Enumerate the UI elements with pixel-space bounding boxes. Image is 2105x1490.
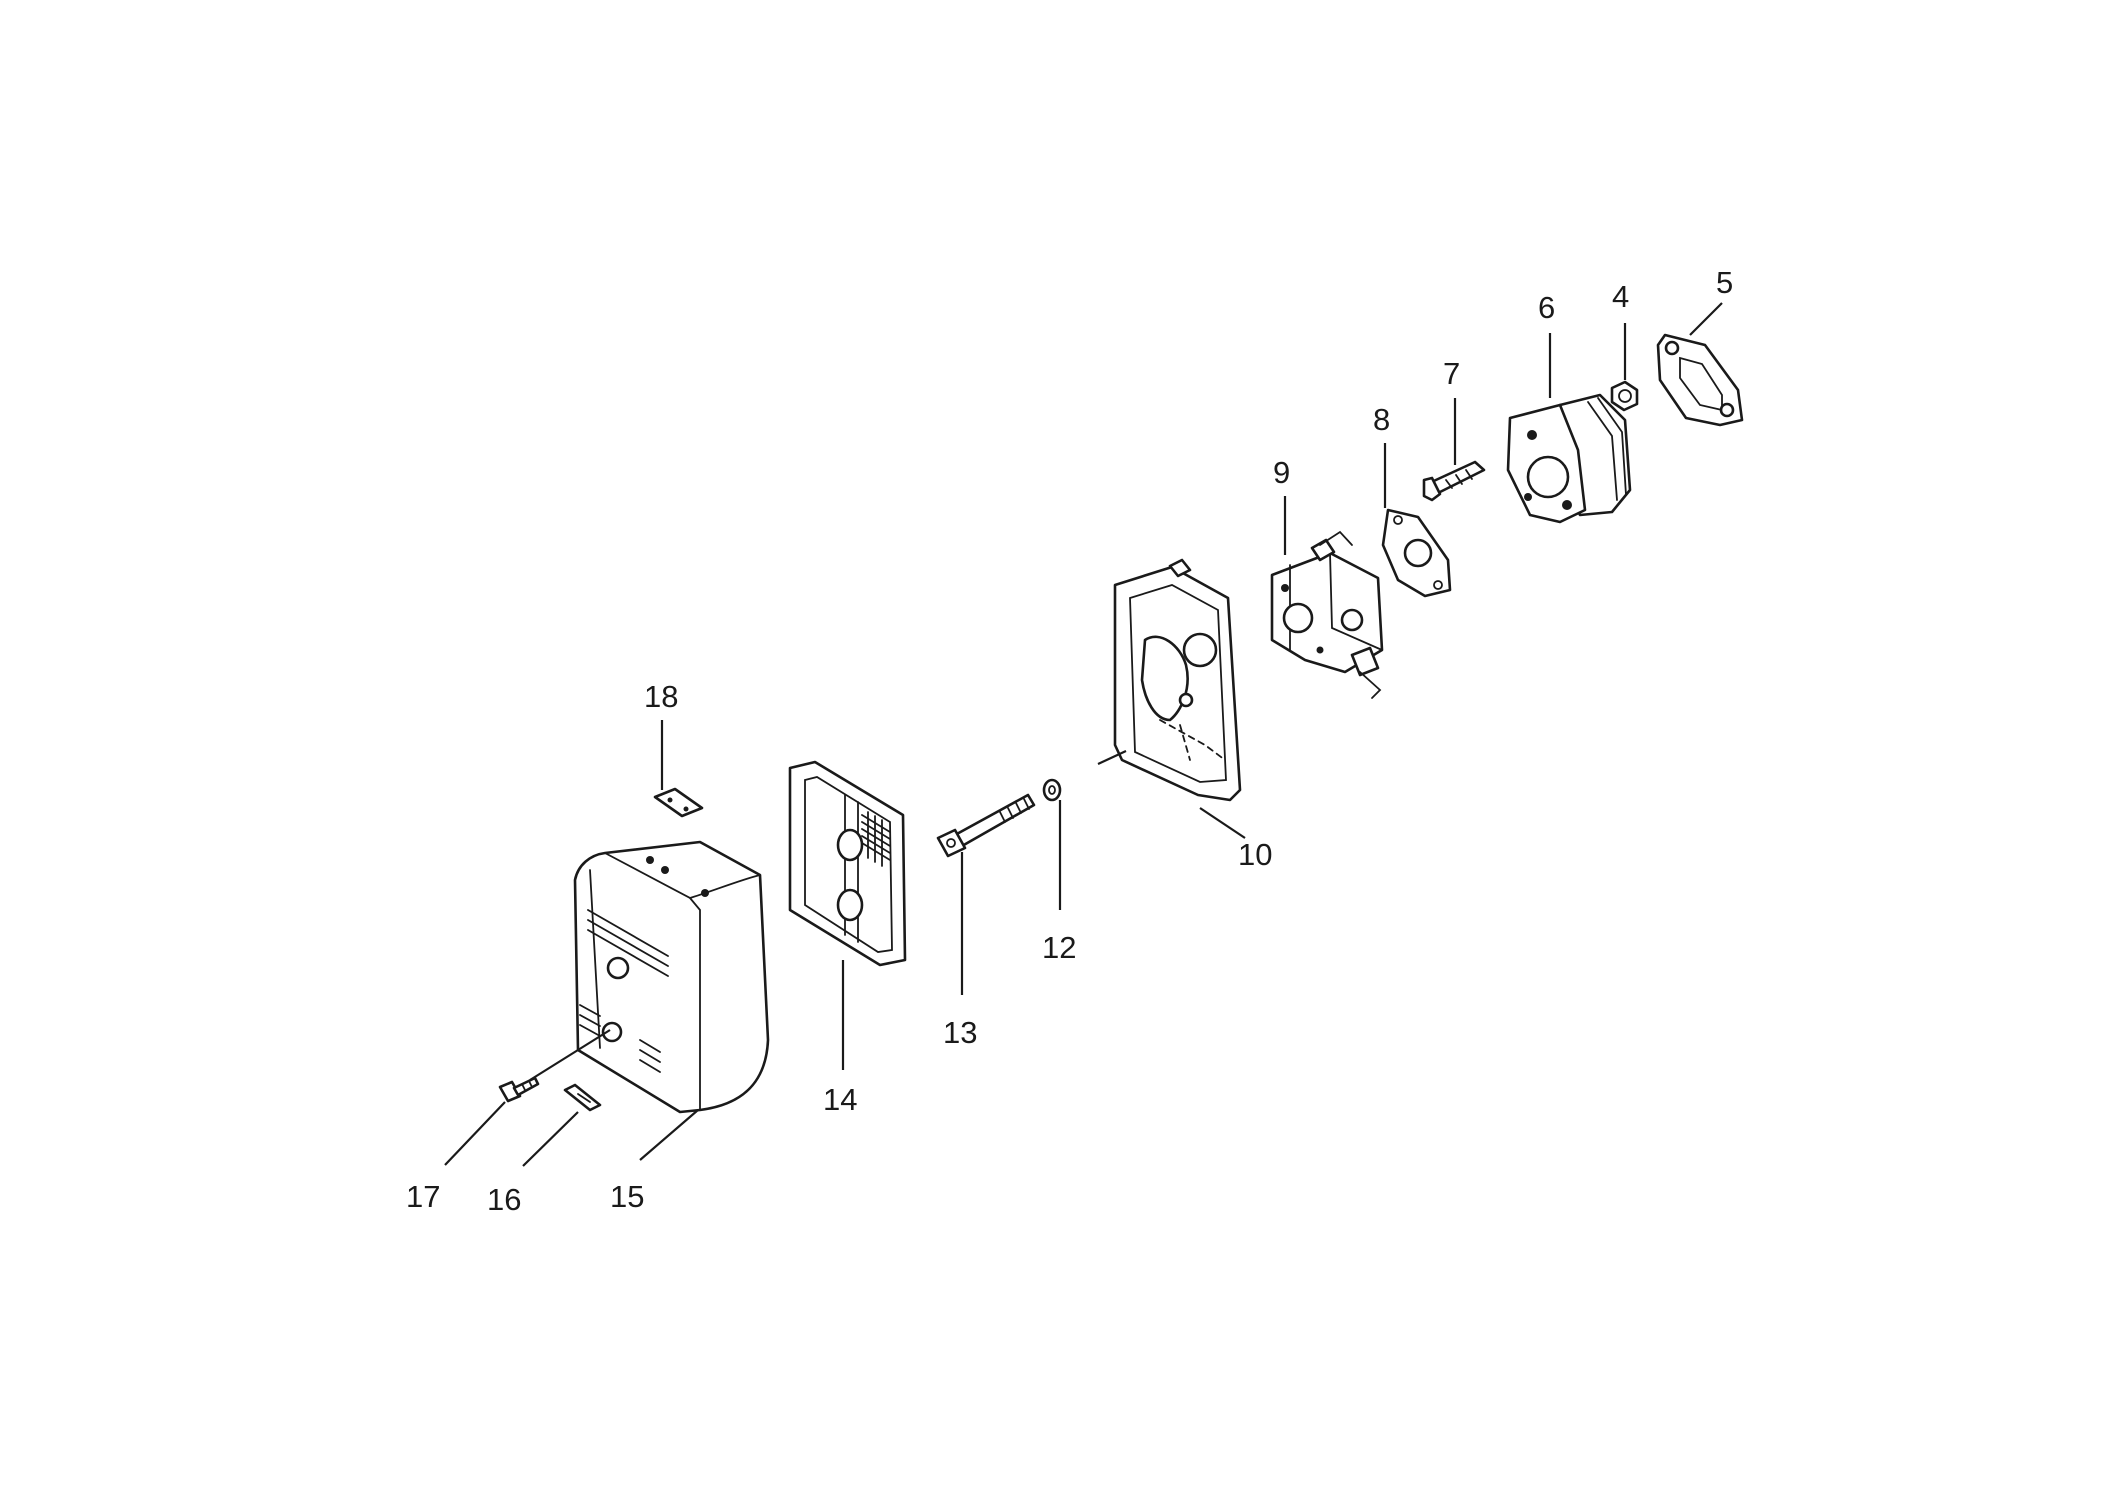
- part-5-gasket: [1656, 333, 1744, 427]
- part-13-stud: [936, 793, 1036, 858]
- callout-8: 8: [1373, 402, 1390, 437]
- callout-17: 17: [406, 1179, 440, 1214]
- callout-5: 5: [1716, 265, 1733, 300]
- leader-15: [639, 1109, 699, 1161]
- callout-12: 12: [1042, 930, 1076, 965]
- leader-lines: [444, 302, 1723, 1167]
- part-18-decal: [653, 787, 704, 818]
- leader-5: [1689, 302, 1723, 336]
- callout-16: 16: [487, 1182, 521, 1217]
- callout-labels: 4 5 6 7 8 9 10 12 13 14 15 16 17 18: [406, 265, 1733, 1217]
- part-17-screw: [498, 1076, 540, 1103]
- part-9-carburetor: [1270, 530, 1384, 699]
- callout-18: 18: [644, 679, 678, 714]
- leader-16: [522, 1111, 579, 1167]
- leader-10: [1199, 807, 1246, 839]
- part-15-cover: [573, 840, 770, 1114]
- part-7-bolt: [1422, 460, 1486, 502]
- part-6-insulator: [1506, 393, 1632, 524]
- part-12-washer: [1042, 778, 1062, 802]
- callout-10: 10: [1238, 837, 1272, 872]
- part-8-gasket: [1381, 508, 1452, 598]
- callout-15: 15: [610, 1179, 644, 1214]
- leader-17b: [529, 1029, 611, 1081]
- part-10-air-cleaner-base: [1113, 558, 1242, 802]
- callout-9: 9: [1273, 455, 1290, 490]
- part-4-nut: [1610, 380, 1639, 412]
- part-16-clip: [563, 1083, 602, 1112]
- part-14-filter: [788, 760, 907, 967]
- leader-17: [444, 1101, 506, 1166]
- leader-10b: [1097, 750, 1127, 765]
- callout-6: 6: [1538, 290, 1555, 325]
- callout-13: 13: [943, 1015, 977, 1050]
- callout-7: 7: [1443, 356, 1460, 391]
- callout-14: 14: [823, 1082, 857, 1117]
- callout-4: 4: [1612, 279, 1629, 314]
